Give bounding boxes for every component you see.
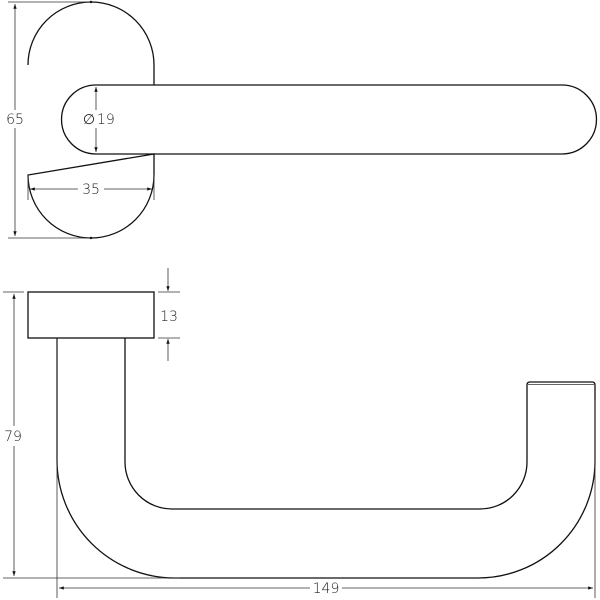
top-view: 65 ∅ 19 35 xyxy=(6,0,598,240)
dim-label-rose-width: 35 xyxy=(82,182,100,198)
handle-side-outline xyxy=(56,338,596,579)
dim-label-rose-height: 65 xyxy=(6,112,24,128)
side-view: 13 79 149 xyxy=(3,268,596,598)
dim-label-lever-diameter: 19 xyxy=(97,112,115,128)
lever-outline xyxy=(60,84,598,155)
diameter-symbol: ∅ xyxy=(83,112,95,128)
dim-label-rose-thickness: 13 xyxy=(160,309,178,325)
dim-label-overall-length: 149 xyxy=(313,581,340,597)
dim-label-overall-height: 79 xyxy=(4,429,22,445)
rose-side-outline xyxy=(27,291,155,339)
